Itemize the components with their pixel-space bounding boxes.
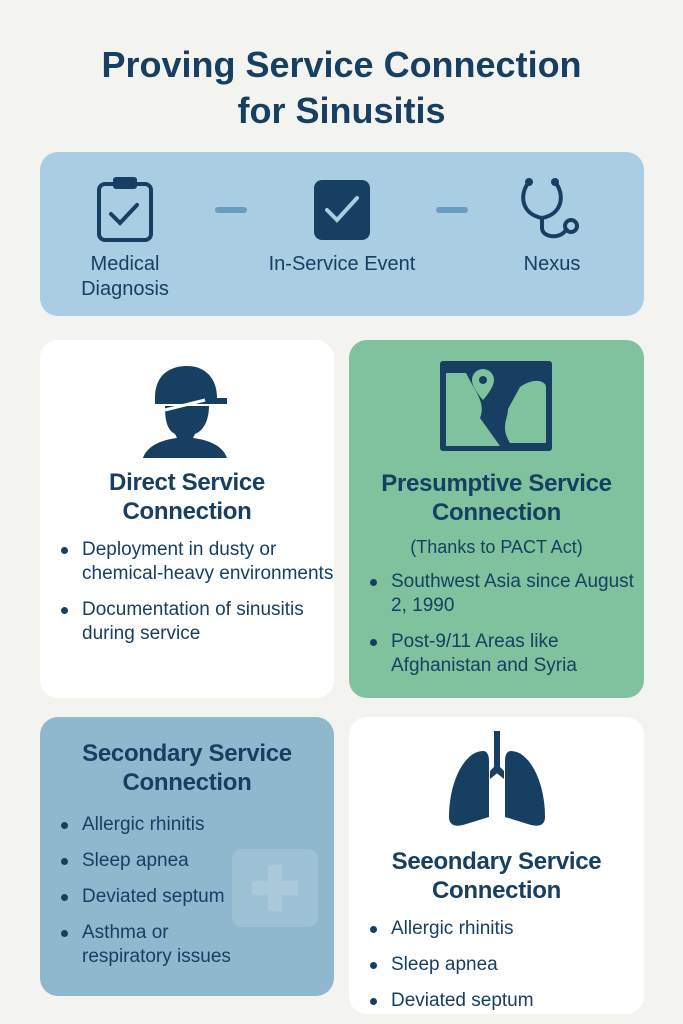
presumptive-list: Southwest Asia since August 2, 1990 Post…	[349, 570, 644, 678]
card-secondary-service: Secondary Service Connection Allergic rh…	[40, 717, 334, 996]
page-title: Proving Service Connection for Sinusitis	[101, 44, 582, 131]
clipboard-check-icon	[97, 177, 153, 242]
check-square-icon	[314, 180, 370, 240]
step-nexus: Nexus	[502, 174, 602, 277]
connector-dash	[215, 207, 247, 213]
secondary-list: Allergic rhinitis Sleep apnea Deviated s…	[40, 813, 334, 969]
requirements-panel: Medical Diagnosis In-Service Event Nexus	[40, 152, 644, 316]
lungs-icon	[448, 731, 545, 826]
card-direct-service: Direct Service Connection Deployment in …	[40, 340, 334, 698]
secondary-list-2: Allergic rhinitis Sleep apnea Deviated s…	[349, 917, 644, 1013]
step-medical-diagnosis: Medical Diagnosis	[65, 174, 185, 302]
soldier-icon	[143, 366, 227, 458]
map-pin-icon	[439, 361, 552, 451]
card-presumptive-service: Presumptive Service Connection (Thanks t…	[349, 340, 644, 698]
step-in-service-event: In-Service Event	[252, 174, 432, 277]
stethoscope-icon	[521, 178, 579, 239]
medical-cross-icon	[232, 849, 318, 927]
connector-dash	[436, 207, 468, 213]
direct-list: Deployment in dusty or chemical-heavy en…	[40, 538, 334, 646]
card-secondary-service-2: Seeondary Service Connection Allergic rh…	[349, 717, 644, 1014]
